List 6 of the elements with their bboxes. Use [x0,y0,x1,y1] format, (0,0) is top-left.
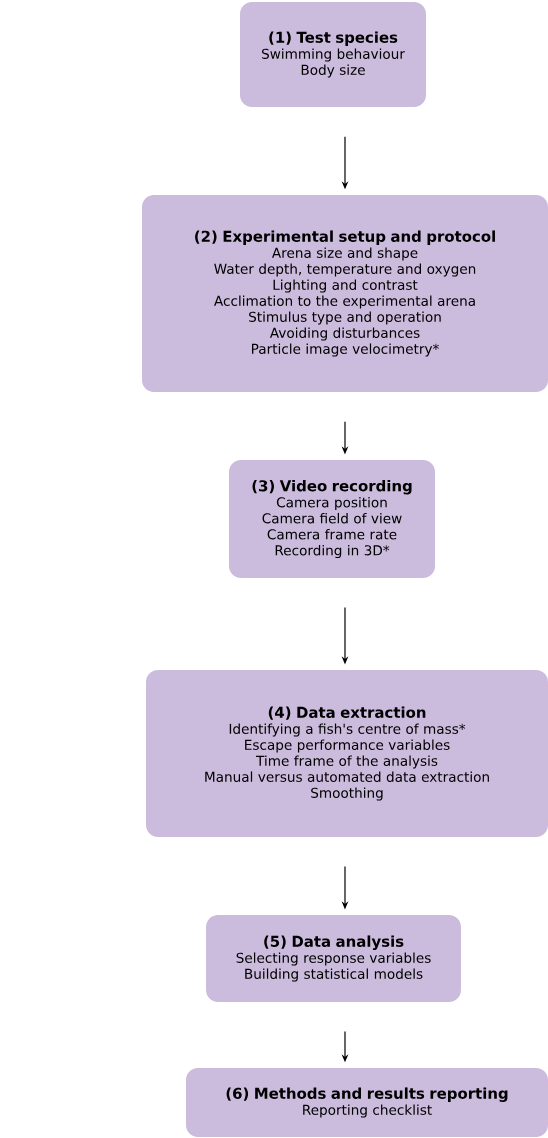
process-box: (3) Video recording Camera position Camera field of view Camera frame rate Recording in 3D* [229,460,435,578]
process-box: (4) Data extraction Identifying a fish's centre of mass* Escape performance variables Time frame of the analysis Manual versus automated data extraction Smoothing [146,670,548,837]
process-box: (2) Experimental setup and protocol Arena size and shape Water depth, temperature and oxygen Lighting and contrast Acclimation to the experimental arena Stimulus type and operation Avoiding disturbances Particle image velocimetry* [142,195,548,393]
process-box: (1) Test species Swimming behaviour Body size [240,2,426,108]
process-box: (5) Data analysis Selecting response variables Building statistical models [206,915,461,1002]
process-box: (6) Methods and results reporting Reporting checklist [186,1067,548,1138]
